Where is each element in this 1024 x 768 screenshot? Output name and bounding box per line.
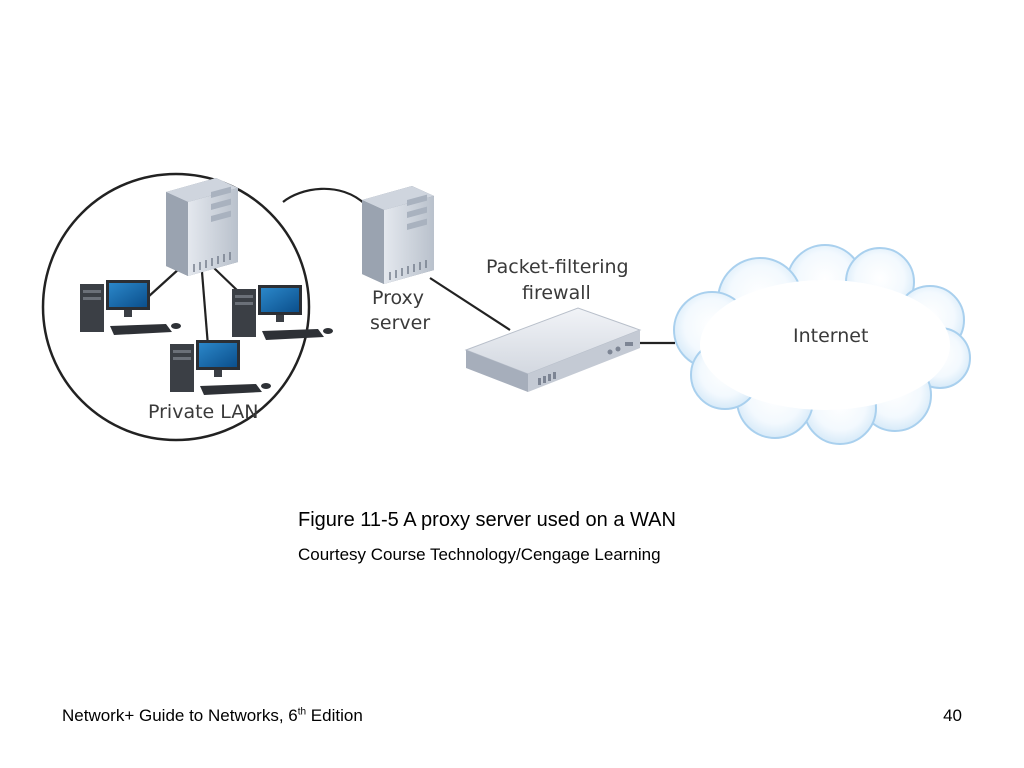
connections <box>147 187 675 347</box>
pc-workstation-left-icon <box>80 280 181 335</box>
figure-credit: Courtesy Course Technology/Cengage Learn… <box>298 545 661 564</box>
lan-server-to-pc-bottom-link <box>200 271 210 347</box>
internet-label: Internet <box>793 325 868 347</box>
footer-book-title: Network+ Guide to Networks, 6th Edition <box>62 706 363 726</box>
proxy-server-label-line1: Proxy <box>372 287 424 309</box>
firewall-label-line1: Packet-filtering <box>486 256 629 278</box>
private-lan-boundary <box>41 172 311 442</box>
proxy-server-label-line2: server <box>370 312 430 334</box>
firewall-label-line2: firewall <box>522 282 591 304</box>
proxy-server-icon <box>362 186 434 284</box>
figure-caption: Figure 11-5 A proxy server used on a WAN <box>298 509 676 531</box>
footer-title-text: Network+ Guide to Networks, 6 <box>62 706 298 725</box>
private-lan-label: Private LAN <box>148 401 259 423</box>
firewall-appliance-icon <box>464 307 642 392</box>
lan-server-to-pc-left-link <box>147 267 181 298</box>
footer-title-edition: Edition <box>306 706 363 725</box>
lan-server-to-pc-right-link <box>213 267 241 294</box>
footer-title-superscript: th <box>297 706 307 718</box>
pc-workstation-right-icon <box>232 285 333 340</box>
page-number: 40 <box>943 706 962 725</box>
proxy-to-firewall-link <box>429 277 511 331</box>
pc-workstation-bottom-icon <box>170 340 271 395</box>
lan-to-proxy-link <box>282 187 367 206</box>
lan-server-icon <box>166 178 238 276</box>
internet-cloud-core <box>700 280 950 410</box>
